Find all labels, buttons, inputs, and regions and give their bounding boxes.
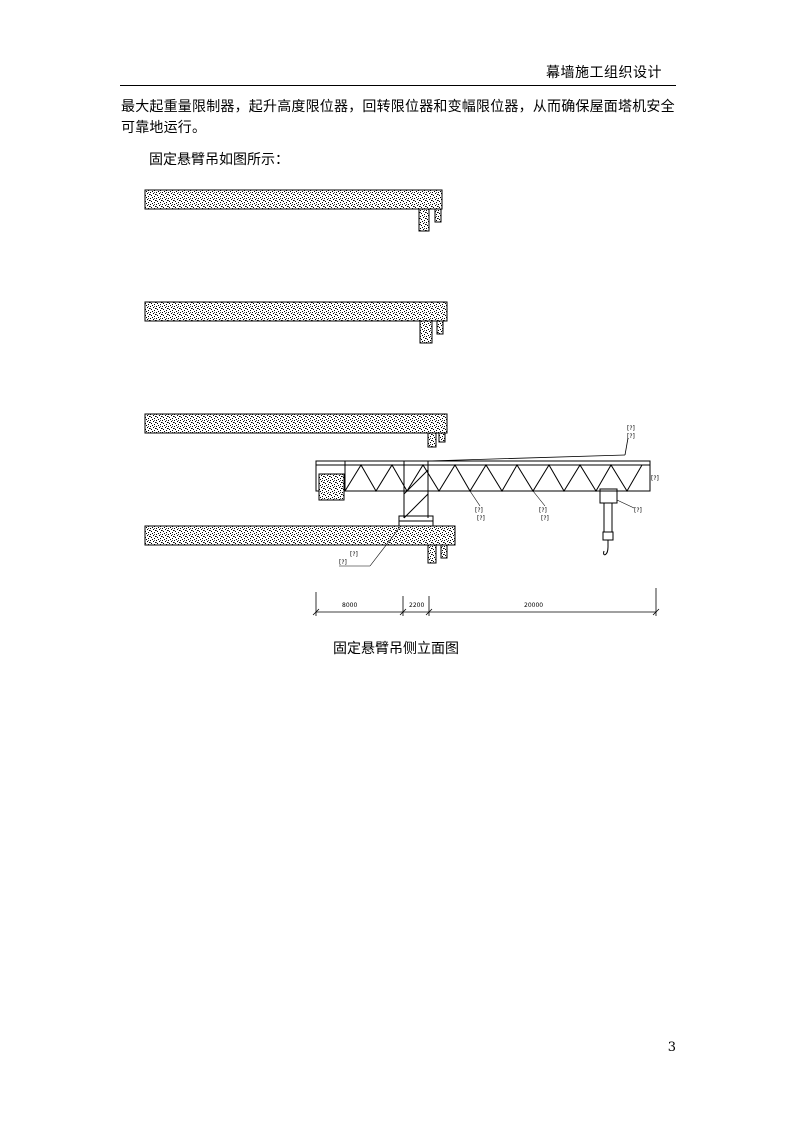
label-top-right-2: [?] [627, 433, 635, 440]
dimension-20000: 20000 [524, 602, 543, 609]
tie-rod [427, 454, 626, 462]
page-number: 3 [667, 1040, 676, 1055]
floor-slab-3 [144, 413, 448, 448]
dimension-line [312, 588, 660, 616]
cantilever-truss [315, 460, 651, 492]
hoist-assembly [599, 488, 618, 556]
counterweight [318, 473, 345, 501]
figure-caption: 固定悬臂吊侧立面图 [333, 641, 459, 657]
label-base-1: [?] [350, 551, 358, 558]
body-paragraph: 最大起重量限制器，起升高度限位器，回转限位器和变幅限位器，从而确保屋面塔机安全可… [121, 99, 675, 136]
floor-slab-4 [144, 525, 456, 564]
header-rule [120, 85, 676, 86]
dimension-2200: 2200 [409, 602, 424, 609]
cantilever-crane-elevation-drawing: [?] [?] [?] [?] [?] [?] [?] [?] [?] [?] … [144, 189, 660, 616]
label-member-1b: [?] [477, 515, 485, 522]
figure-intro: 固定悬臂吊如图所示： [149, 152, 289, 168]
label-hoist: [?] [634, 507, 642, 514]
leader-lines [339, 490, 635, 567]
label-base-2: [?] [339, 559, 347, 566]
dimension-8000: 8000 [342, 602, 357, 609]
label-member-2b: [?] [541, 515, 549, 522]
label-member-2: [?] [539, 507, 547, 514]
header-title: 幕墙施工组织设计 [546, 65, 662, 81]
label-top-right-1: [?] [627, 425, 635, 432]
label-member-1: [?] [475, 507, 483, 514]
support-mast [398, 461, 434, 527]
label-height-dim: [?] [651, 475, 659, 482]
floor-slab-1 [144, 189, 443, 232]
tie-rod-top [624, 437, 629, 456]
drawing-labels: [?] [?] [?] [?] [?] [?] [?] [?] [?] [?] [339, 425, 659, 566]
floor-slab-2 [144, 301, 448, 344]
